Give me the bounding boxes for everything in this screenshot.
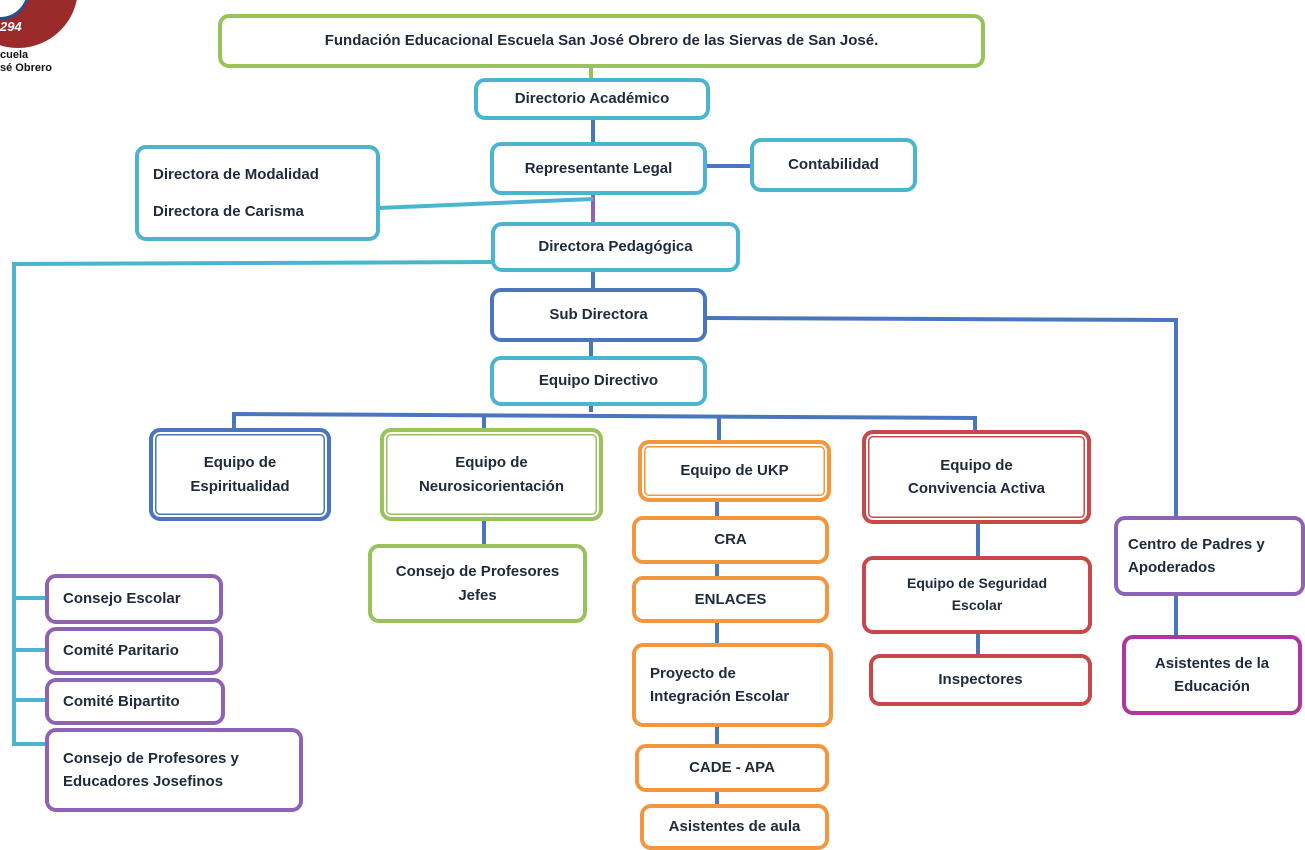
node-asistentes-aula: Asistentes de aula: [640, 804, 829, 850]
node-proyecto-integracion: Proyecto de Integración Escolar: [632, 643, 833, 727]
node-cade-apa: CADE - APA: [635, 744, 829, 792]
node-directorio-academico: Directorio Académico: [474, 78, 710, 120]
node-contabilidad: Contabilidad: [750, 138, 917, 192]
node-equipo-espiritualidad: Equipo de Espiritualidad: [149, 428, 331, 521]
node-consejo-educadores-josefinos: Consejo de Profesores y Educadores Josef…: [45, 728, 303, 812]
node-inspectores: Inspectores: [869, 654, 1092, 706]
node-representante-legal: Representante Legal: [490, 142, 707, 195]
node-equipo-seguridad-escolar: Equipo de Seguridad Escolar: [862, 556, 1092, 634]
node-directora-modalidad: Directora de Modalidad Directora de Cari…: [135, 145, 380, 241]
connector: [12, 260, 494, 746]
school-logo: 294 cuela sé Obrero: [0, 0, 85, 100]
node-asistentes-educacion: Asistentes de la Educación: [1122, 635, 1302, 715]
node-equipo-directivo: Equipo Directivo: [490, 356, 707, 406]
node-consejo-escolar: Consejo Escolar: [45, 574, 223, 624]
node-equipo-ukp: Equipo de UKP: [638, 440, 831, 502]
connector: [232, 411, 977, 432]
connector: [704, 316, 1178, 520]
node-sub-directora: Sub Directora: [490, 288, 707, 342]
logo-number: 294: [0, 19, 22, 34]
logo-text: cuela sé Obrero: [0, 49, 52, 74]
node-consejo-profesores-jefes: Consejo de Profesores Jefes: [368, 544, 587, 623]
node-equipo-convivencia: Equipo de Convivencia Activa: [862, 430, 1091, 524]
node-cra: CRA: [632, 516, 829, 564]
node-fundacion: Fundación Educacional Escuela San José O…: [218, 14, 985, 68]
node-equipo-neurosicorientacion: Equipo de Neurosicorientación: [380, 428, 603, 521]
node-comite-bipartito: Comité Bipartito: [45, 678, 225, 725]
node-centro-padres: Centro de Padres y Apoderados: [1114, 516, 1305, 596]
connector: [377, 197, 594, 210]
node-comite-paritario: Comité Paritario: [45, 627, 223, 675]
node-enlaces: ENLACES: [632, 576, 829, 623]
node-directora-pedagogica: Directora Pedagógica: [491, 222, 740, 272]
